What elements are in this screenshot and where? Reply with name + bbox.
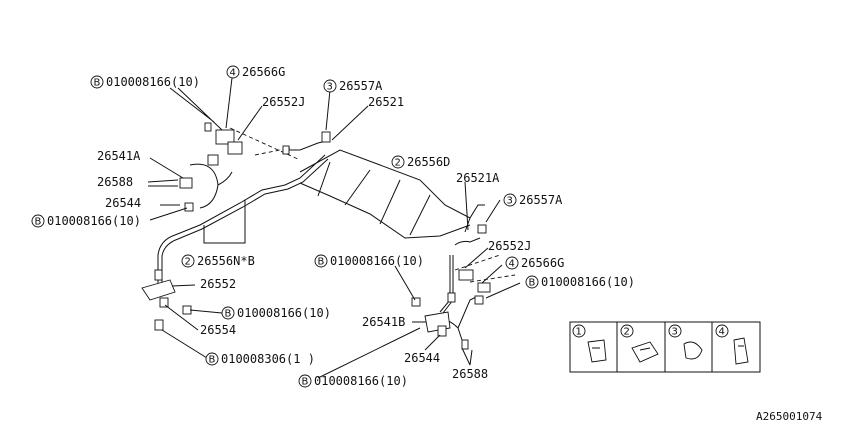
label-b-010008166-right: 010008166(10): [541, 275, 635, 289]
svg-text:B: B: [318, 257, 325, 268]
label-b-010008166-left: 010008166(10): [47, 214, 141, 228]
label-b-010008306: 010008306(1 ): [221, 352, 315, 366]
svg-text:B: B: [94, 78, 101, 89]
label-leaders: [147, 77, 521, 379]
clip-part: [477, 224, 487, 234]
bolt-part: [182, 305, 192, 315]
bolt-part: [204, 122, 212, 132]
bolt-part: [474, 295, 484, 305]
label-b-010008166-bottom: 010008166(10): [314, 374, 408, 388]
label-26566g-top: 26566G: [242, 65, 285, 79]
bolt-part: [447, 292, 456, 303]
bolt-part: [411, 297, 421, 307]
svg-text:4: 4: [509, 259, 515, 270]
label-26557a-top: 26557A: [339, 79, 383, 93]
svg-text:2: 2: [185, 257, 191, 268]
diagram-code: A265001074: [756, 410, 823, 423]
label-26521a: 26521A: [456, 171, 500, 185]
label-26552j-top: 26552J: [262, 95, 305, 109]
clip-type-3-icon: [683, 341, 703, 360]
part-labels: B 010008166(10) 4 26566G 3 26557A 26552J…: [31, 65, 823, 423]
label-26552: 26552: [200, 277, 236, 291]
bolt-part: [184, 202, 194, 212]
svg-text:3: 3: [507, 196, 513, 207]
label-26556d: 26556D: [407, 155, 450, 169]
bolt-part: [154, 269, 163, 281]
bolt-part: [159, 297, 169, 308]
svg-text:B: B: [225, 309, 232, 320]
label-26544-right: 26544: [404, 351, 440, 365]
label-26541b: 26541B: [362, 315, 405, 329]
label-26552j-right: 26552J: [488, 239, 531, 253]
parts-hardware: [141, 122, 491, 350]
label-26588-right: 26588: [452, 367, 488, 381]
legend-key-1: 1: [576, 327, 582, 338]
legend-box: 1 2 3 4: [569, 321, 761, 373]
clip-type-2-icon: [631, 341, 659, 363]
legend-key-4: 4: [719, 327, 725, 338]
joint-part: [179, 177, 193, 189]
clip-part: [227, 141, 243, 155]
svg-text:B: B: [35, 217, 42, 228]
svg-text:3: 3: [327, 82, 333, 93]
label-26566g-right: 26566G: [521, 256, 564, 270]
label-26588-left: 26588: [97, 175, 133, 189]
label-26556n-b: 26556N*B: [197, 254, 255, 268]
label-26521: 26521: [368, 95, 404, 109]
clip-part: [207, 154, 219, 166]
svg-text:B: B: [302, 377, 309, 388]
clip-part: [458, 269, 474, 281]
legend-key-2: 2: [624, 327, 630, 338]
svg-text:B: B: [529, 278, 536, 289]
svg-text:B: B: [209, 355, 216, 366]
clip-part: [477, 282, 491, 293]
legend-key-3: 3: [672, 327, 678, 338]
label-26541a: 26541A: [97, 149, 141, 163]
label-b-010008166-lower: 010008166(10): [237, 306, 331, 320]
label-26544-left: 26544: [105, 196, 141, 210]
clip-type-1-icon: [587, 339, 607, 363]
clip-type-4-icon: [733, 337, 749, 365]
svg-text:4: 4: [230, 68, 236, 79]
clip-part: [215, 129, 235, 145]
bolt-part: [154, 319, 164, 331]
connector-block-part: [141, 279, 176, 301]
label-b-010008166-top: 010008166(10): [106, 75, 200, 89]
label-26554: 26554: [200, 323, 236, 337]
clip-part: [282, 145, 290, 155]
svg-text:2: 2: [395, 158, 401, 169]
label-26557a-right: 26557A: [519, 193, 563, 207]
clip-part: [321, 131, 331, 143]
bolt-part: [461, 339, 469, 350]
label-b-010008166-mid: 010008166(10): [330, 254, 424, 268]
bolt-part: [437, 325, 447, 337]
